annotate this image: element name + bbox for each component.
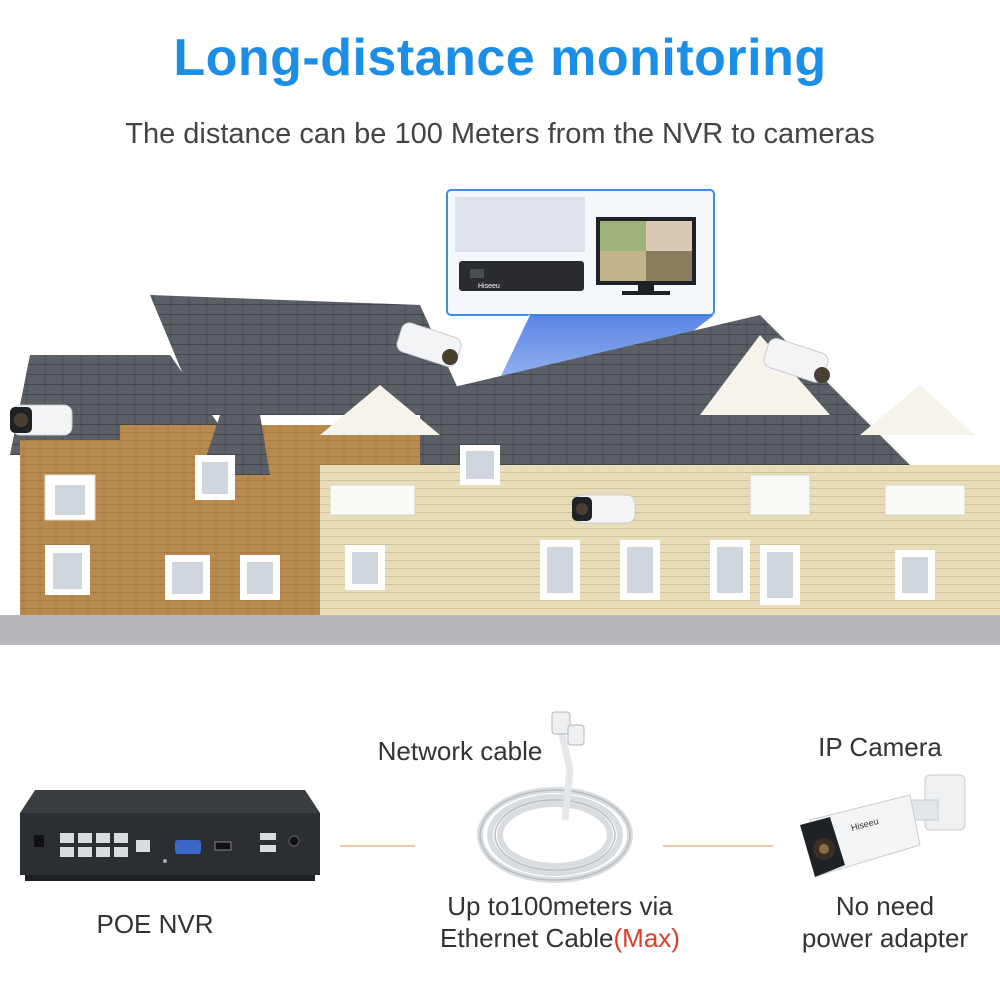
connector-line-left	[340, 845, 415, 847]
connector-line-right	[663, 845, 773, 847]
network-cable-label: Network cable	[377, 736, 543, 766]
camera-caption-line2: power adapter	[801, 923, 969, 953]
camera-caption: No need power adapter	[780, 890, 990, 954]
nvr-monitor-inset: Hiseeu	[446, 189, 715, 316]
camera-caption-line1: No need	[835, 891, 935, 921]
cable-caption-line2: Ethernet Cable(Max)	[400, 922, 720, 954]
poe-nvr-device	[20, 790, 320, 881]
page-title: Long-distance monitoring	[173, 29, 827, 87]
siding-house	[320, 315, 1000, 645]
house-camera-3	[763, 338, 830, 383]
nvr-caption: POE NVR	[96, 909, 214, 939]
ip-camera-label: IP Camera	[818, 732, 942, 762]
cable-caption-line1: Up to100meters via	[447, 891, 673, 921]
ip-camera-device: Hiseeu	[800, 774, 966, 877]
cable-caption: Up to100meters via Ethernet Cable(Max)	[400, 890, 720, 954]
house-camera-4	[572, 494, 636, 524]
cable-caption-text: Ethernet Cable	[440, 923, 614, 953]
house-camera-2	[396, 322, 462, 367]
house-camera-1	[10, 404, 73, 436]
max-label: (Max)	[613, 923, 680, 953]
page-subtitle: The distance can be 100 Meters from the …	[125, 118, 875, 150]
network-cable-coil	[477, 711, 633, 883]
brick-house	[0, 295, 470, 645]
inset-nvr-brand: Hiseeu	[478, 283, 500, 290]
house-scene-illustration: Hiseeu	[0, 189, 1000, 645]
